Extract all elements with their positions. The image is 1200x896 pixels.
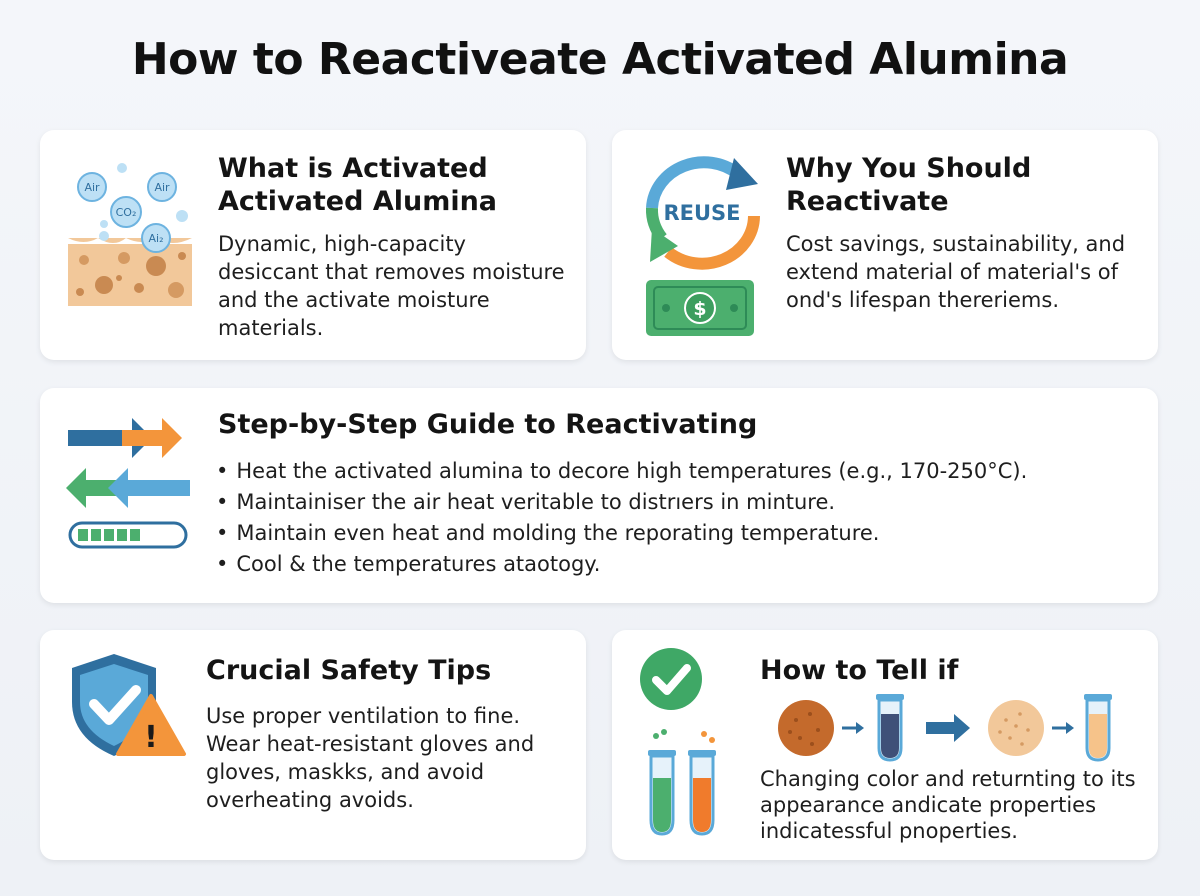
step-list: Heat the activated alumina to decore hig… (216, 456, 1146, 580)
card-title: Crucial Safety Tips (206, 655, 492, 686)
test-tube-icon (648, 729, 716, 836)
saturated-alumina-icon (778, 700, 834, 756)
card-title: What is Activated Activated Alumina (218, 153, 498, 217)
card-body: Cost savings, sustainability, and extend… (786, 232, 1126, 312)
money-icon: $ (646, 280, 754, 336)
color-change-sequence (778, 694, 1112, 762)
regenerated-alumina-icon (988, 700, 1044, 756)
warning-icon: ! (116, 694, 186, 756)
card-title: How to Tell if (760, 655, 959, 686)
step-item: Cool & the temperatures ataotogy. (216, 549, 1146, 580)
arrow-right-icon (842, 722, 864, 734)
co2-label: CO₂ (116, 206, 137, 219)
card-body: Changing color and returnting to its app… (760, 767, 1136, 843)
reuse-cycle-icon: REUSE (646, 156, 760, 270)
card-how-to-tell: How to Tell if Changing color and return… (612, 630, 1158, 860)
card-what-is: Air Air CO₂ Ai₂ What is Activated Activa… (40, 130, 586, 360)
warning-symbol: ! (144, 720, 158, 755)
air-label-2: Air (154, 181, 170, 194)
card-body: Use proper ventilation to fine. Wear hea… (206, 704, 535, 812)
card-body: Dynamic, high-capacity desiccant that re… (218, 232, 565, 340)
card-step-guide: Step-by-Step Guide to Reactivating Heat … (40, 388, 1158, 603)
arrow-right-icon (1052, 722, 1074, 734)
air-label-1: Air (84, 181, 100, 194)
ai2-label: Ai₂ (149, 232, 164, 245)
card-safety-tips: ! Crucial Safety Tips Use proper ventila… (40, 630, 586, 860)
progress-bar-icon (68, 521, 188, 549)
step-item: Maintainiser the air heat veritable to d… (216, 487, 1146, 518)
step-item: Maintain even heat and molding the repor… (216, 518, 1146, 549)
process-arrows-icon (66, 418, 190, 508)
card-why-reactivate: REUSE $ Why You Should Reactivate Cost s… (612, 130, 1158, 360)
reuse-label: REUSE (663, 201, 740, 225)
step-item: Heat the activated alumina to decore hig… (216, 456, 1146, 487)
arrow-right-icon (926, 714, 970, 742)
card-title: Why You Should Reactivate (786, 153, 1032, 217)
card-title: Step-by-Step Guide to Reactivating (218, 409, 758, 440)
bubbles-porous-icon: Air Air CO₂ Ai₂ (68, 163, 192, 306)
check-circle-icon (640, 648, 702, 710)
page-title: How to Reactiveate Activated Alumina (131, 34, 1069, 85)
dollar-symbol: $ (693, 298, 706, 320)
